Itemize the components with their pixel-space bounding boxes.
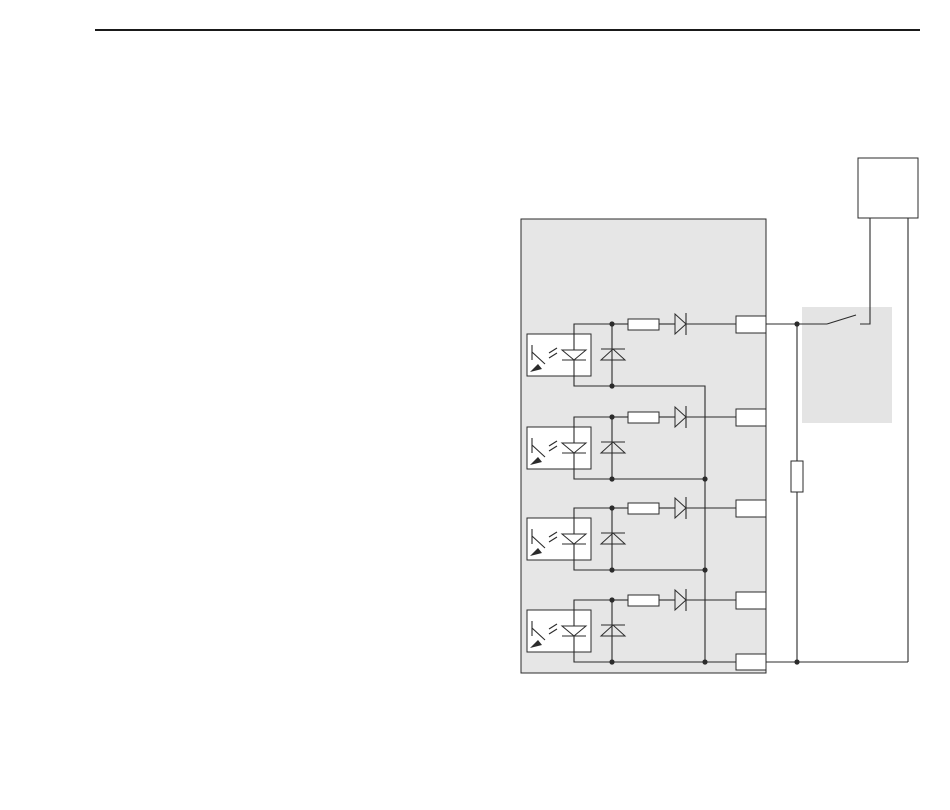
external-wiring bbox=[766, 218, 908, 665]
power-supply-box bbox=[858, 158, 918, 218]
external-resistor bbox=[791, 461, 803, 492]
common-terminal bbox=[736, 654, 766, 670]
